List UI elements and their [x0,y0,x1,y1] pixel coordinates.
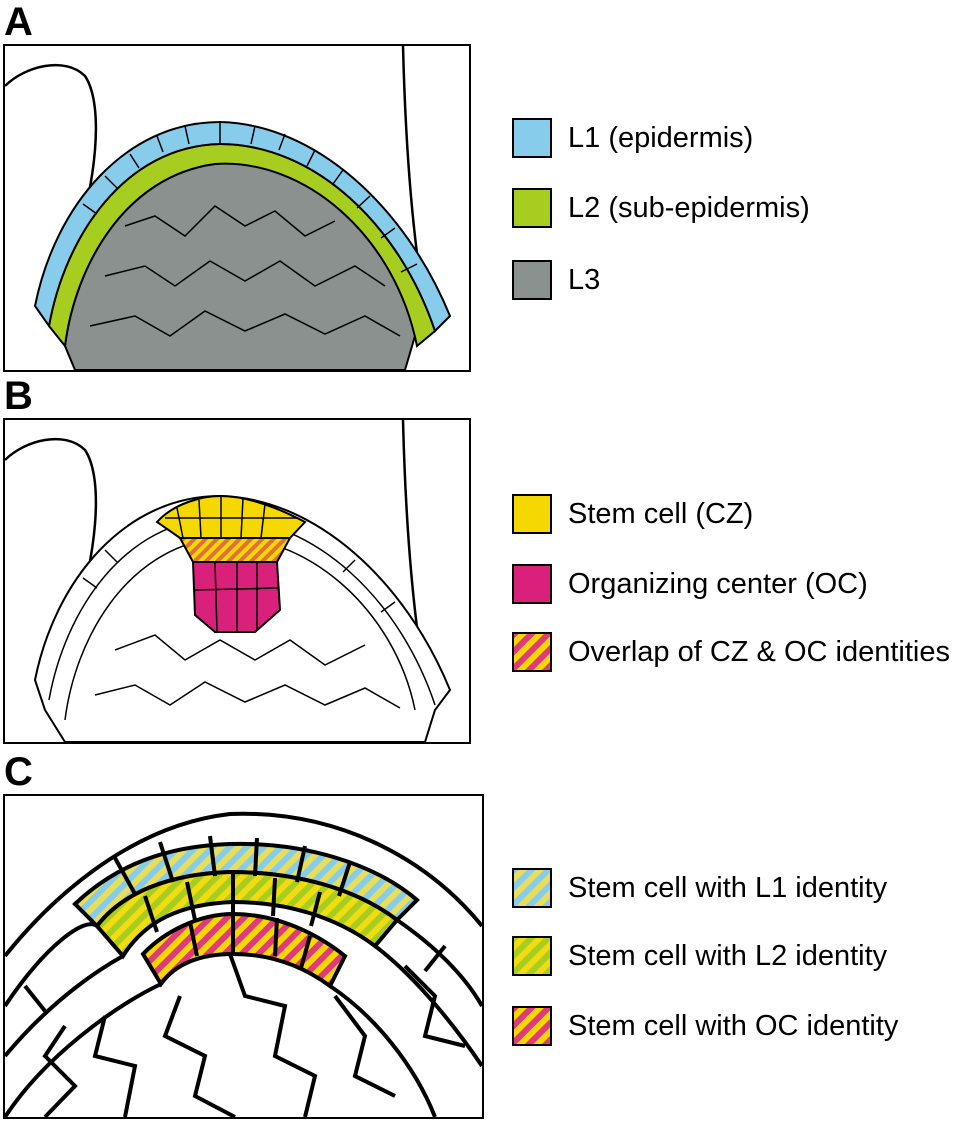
oc-stem-row [140,911,348,990]
legend-label: Overlap of CZ & OC identities [568,636,950,668]
panel-c-letter: C [4,750,33,794]
legend-label: Stem cell with L2 identity [568,940,888,972]
stem-cell-identity-diagram [5,811,482,1117]
stem-cell-niche-diagram [5,420,452,742]
l1-swatch [512,118,552,158]
overlap-zone [178,537,292,563]
meristem-layers-diagram [5,46,452,370]
panel-a-diagram [3,44,471,372]
legend-label: Stem cell (CZ) [568,498,754,530]
panel-a-letter: A [4,0,33,44]
stem-cell-swatch [512,494,552,534]
oc-identity-swatch [512,1006,552,1046]
legend-label: Organizing center (OC) [568,568,868,600]
l3-swatch [512,260,552,300]
l1-identity-swatch [512,868,552,908]
legend-label: Stem cell with L1 identity [568,872,888,904]
legend-label: Stem cell with OC identity [568,1010,899,1042]
l2-swatch [512,188,552,228]
legend-label: L3 [568,264,601,296]
cell-walls [5,811,482,1117]
organizing-center-swatch [512,564,552,604]
panel-b-diagram [3,418,471,744]
legend-label: L1 (epidermis) [568,122,754,154]
cell-walls [82,122,418,337]
panel-c-diagram [3,794,484,1119]
overlap-swatch [512,632,552,672]
legend-label: L2 (sub-epidermis) [568,192,810,224]
l2-identity-swatch [512,936,552,976]
panel-b-letter: B [4,374,33,418]
stem-cell-zone [155,494,307,539]
l1-band [33,120,452,333]
